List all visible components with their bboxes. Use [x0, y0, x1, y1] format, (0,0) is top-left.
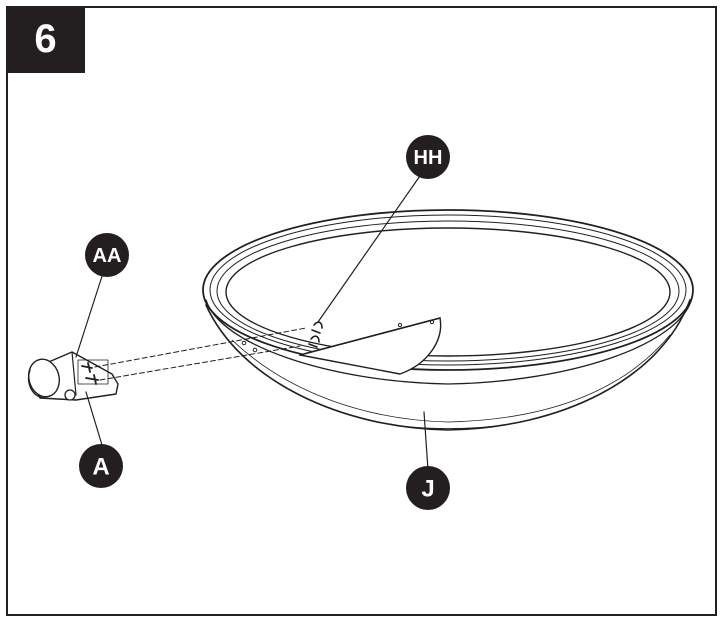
- bowl-rim-ring-3: [216, 220, 680, 362]
- screws-hh: [308, 321, 323, 348]
- screw-aa-bottom: [85, 374, 99, 385]
- rim-bolt-hole: [252, 347, 258, 353]
- leg-a: [27, 351, 119, 401]
- bowl-body: [205, 299, 691, 431]
- callout-a-label: A: [92, 454, 109, 481]
- screw-aa-top: [81, 362, 93, 373]
- fire-bowl: [202, 209, 694, 431]
- callout-a: A: [79, 444, 123, 488]
- callout-hh: HH: [406, 135, 450, 179]
- step-frame: [6, 6, 717, 616]
- callout-j-label: J: [421, 476, 434, 503]
- callout-aa-label: AA: [93, 245, 122, 267]
- callout-hh-label: HH: [414, 147, 443, 169]
- bowl-inner-shade: [231, 334, 671, 423]
- bracket-hole: [429, 319, 435, 325]
- callout-aa: AA: [85, 233, 129, 277]
- rim-bolt-hole: [241, 340, 247, 346]
- bracket-hole: [397, 322, 403, 328]
- leg-bracket: [299, 317, 442, 375]
- step-number-badge: 6: [6, 6, 85, 73]
- bowl-rim-inner: [225, 227, 671, 357]
- bowl-rim-outer: [202, 209, 694, 371]
- alignment-lines: [94, 327, 307, 381]
- bowl-bottom-highlight: [389, 423, 506, 430]
- bowl-rim-lip: [205, 297, 693, 385]
- bowl-rim-ring-2: [209, 214, 687, 366]
- leader-lines: [75, 172, 429, 471]
- callout-j: J: [406, 466, 450, 510]
